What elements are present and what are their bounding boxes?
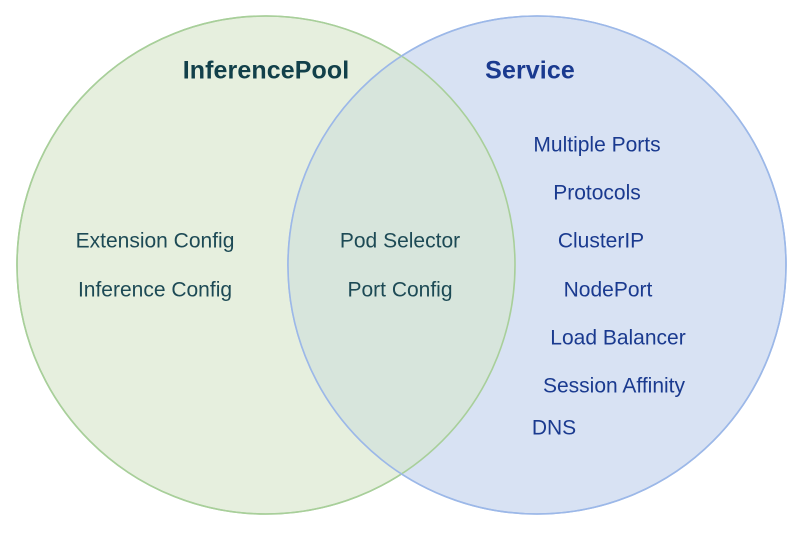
right-set-item: Session Affinity [542,374,686,398]
right-set-item: ClusterIP [557,229,645,253]
right-set-item: NodePort [563,278,653,302]
left-set-title: InferencePool [182,56,350,85]
right-circle-outline [287,15,787,515]
right-set-item: DNS [531,416,577,440]
intersection-region [288,16,515,514]
left-set-item: Inference Config [77,278,233,302]
right-set-item: Multiple Ports [533,133,661,157]
left-set-item: Extension Config [75,229,235,253]
intersection-item: Pod Selector [339,229,461,253]
right-set-title: Service [485,56,575,85]
right-set-item: Protocols [553,181,641,205]
intersection-item: Port Config [347,278,453,302]
left-circle-outline [16,15,516,515]
right-set-item: Load Balancer [550,326,686,350]
